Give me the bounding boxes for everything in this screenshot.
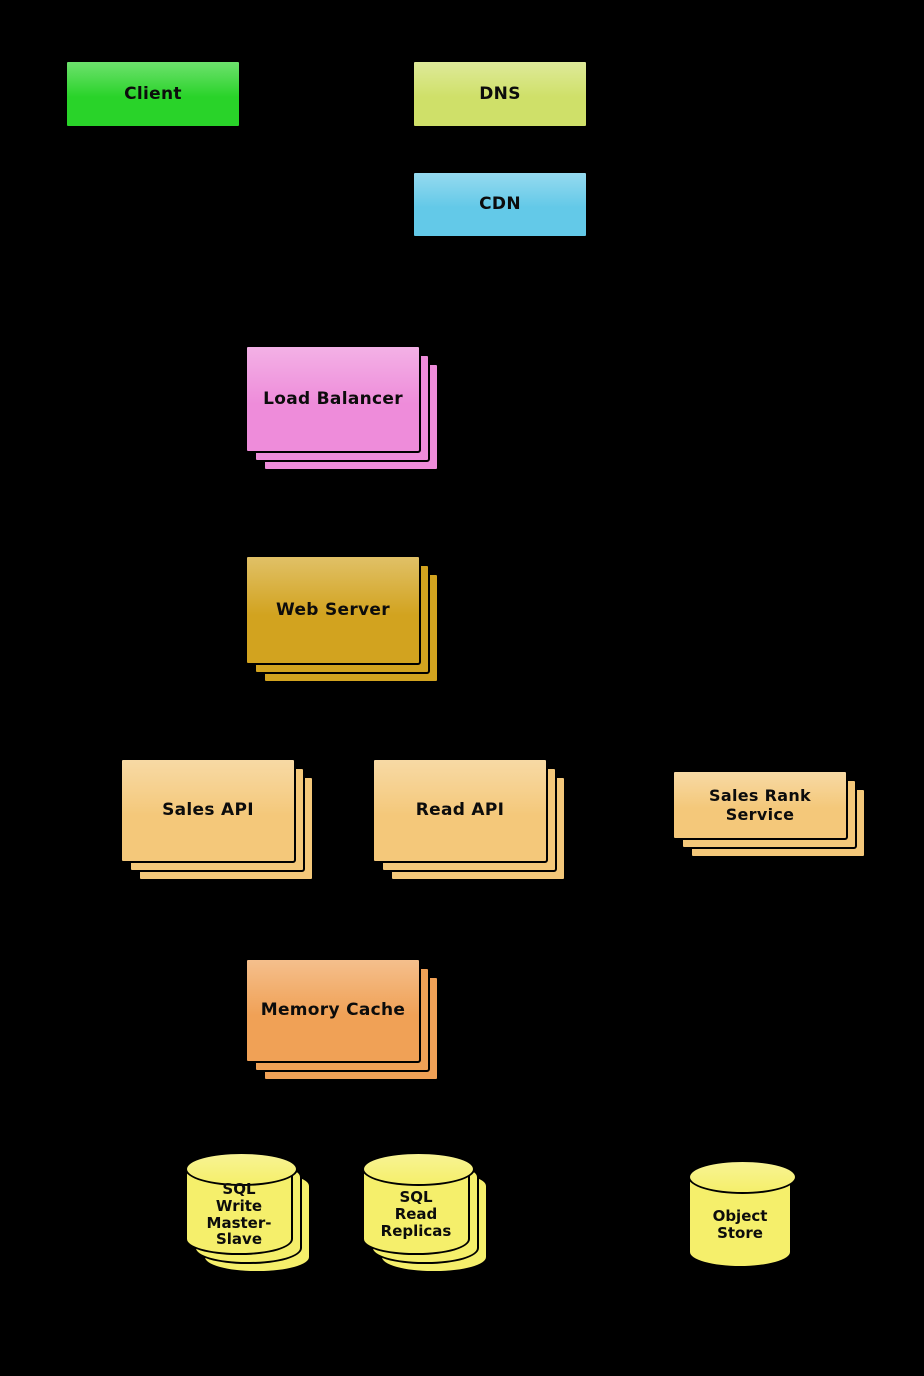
node-sales-rank-service: Sales Rank Service bbox=[672, 770, 866, 858]
node-object-store: Object Store bbox=[687, 1159, 797, 1268]
load-balancer-box: Load Balancer bbox=[245, 345, 421, 453]
cdn-box: CDN bbox=[412, 171, 588, 238]
dns-box: DNS bbox=[412, 60, 588, 128]
object-store-cylinder: Object Store bbox=[687, 1159, 797, 1268]
web-server-box: Web Server bbox=[245, 555, 421, 665]
memory-cache-label: Memory Cache bbox=[260, 1000, 406, 1021]
read-api-label: Read API bbox=[415, 800, 505, 821]
sql-write-master-slave-cylinder: SQL Write Master- Slave bbox=[184, 1151, 298, 1255]
load-balancer-label: Load Balancer bbox=[263, 388, 403, 409]
memory-cache-box: Memory Cache bbox=[245, 958, 421, 1063]
node-memory-cache: Memory Cache bbox=[245, 958, 439, 1081]
sql-write-master-slave-label: SQL Write Master- Slave bbox=[206, 1179, 272, 1249]
node-client: Client bbox=[65, 60, 241, 128]
sales-rank-service-label: Sales Rank Service bbox=[709, 785, 811, 824]
sql-read-replicas-label: SQL Read Replicas bbox=[380, 1188, 452, 1240]
node-load-balancer: Load Balancer bbox=[245, 345, 439, 471]
node-dns: DNS bbox=[412, 60, 588, 128]
client-label: Client bbox=[124, 83, 182, 104]
web-server-label: Web Server bbox=[276, 599, 390, 620]
client-box: Client bbox=[65, 60, 241, 128]
sql-read-replicas-cylinder: SQL Read Replicas bbox=[361, 1151, 475, 1255]
node-read-api: Read API bbox=[372, 758, 566, 881]
cdn-label: CDN bbox=[479, 194, 521, 215]
read-api-box: Read API bbox=[372, 758, 548, 863]
sales-api-box: Sales API bbox=[120, 758, 296, 863]
object-store-label: Object Store bbox=[712, 1207, 768, 1242]
node-cdn: CDN bbox=[412, 171, 588, 238]
node-web-server: Web Server bbox=[245, 555, 439, 683]
sales-rank-service-box: Sales Rank Service bbox=[672, 770, 848, 840]
node-sql-read-replicas: SQL Read Replicas bbox=[361, 1151, 488, 1273]
node-sql-write-master-slave: SQL Write Master- Slave bbox=[184, 1151, 311, 1273]
node-sales-api: Sales API bbox=[120, 758, 314, 881]
dns-label: DNS bbox=[479, 83, 521, 104]
sales-api-label: Sales API bbox=[162, 800, 254, 821]
